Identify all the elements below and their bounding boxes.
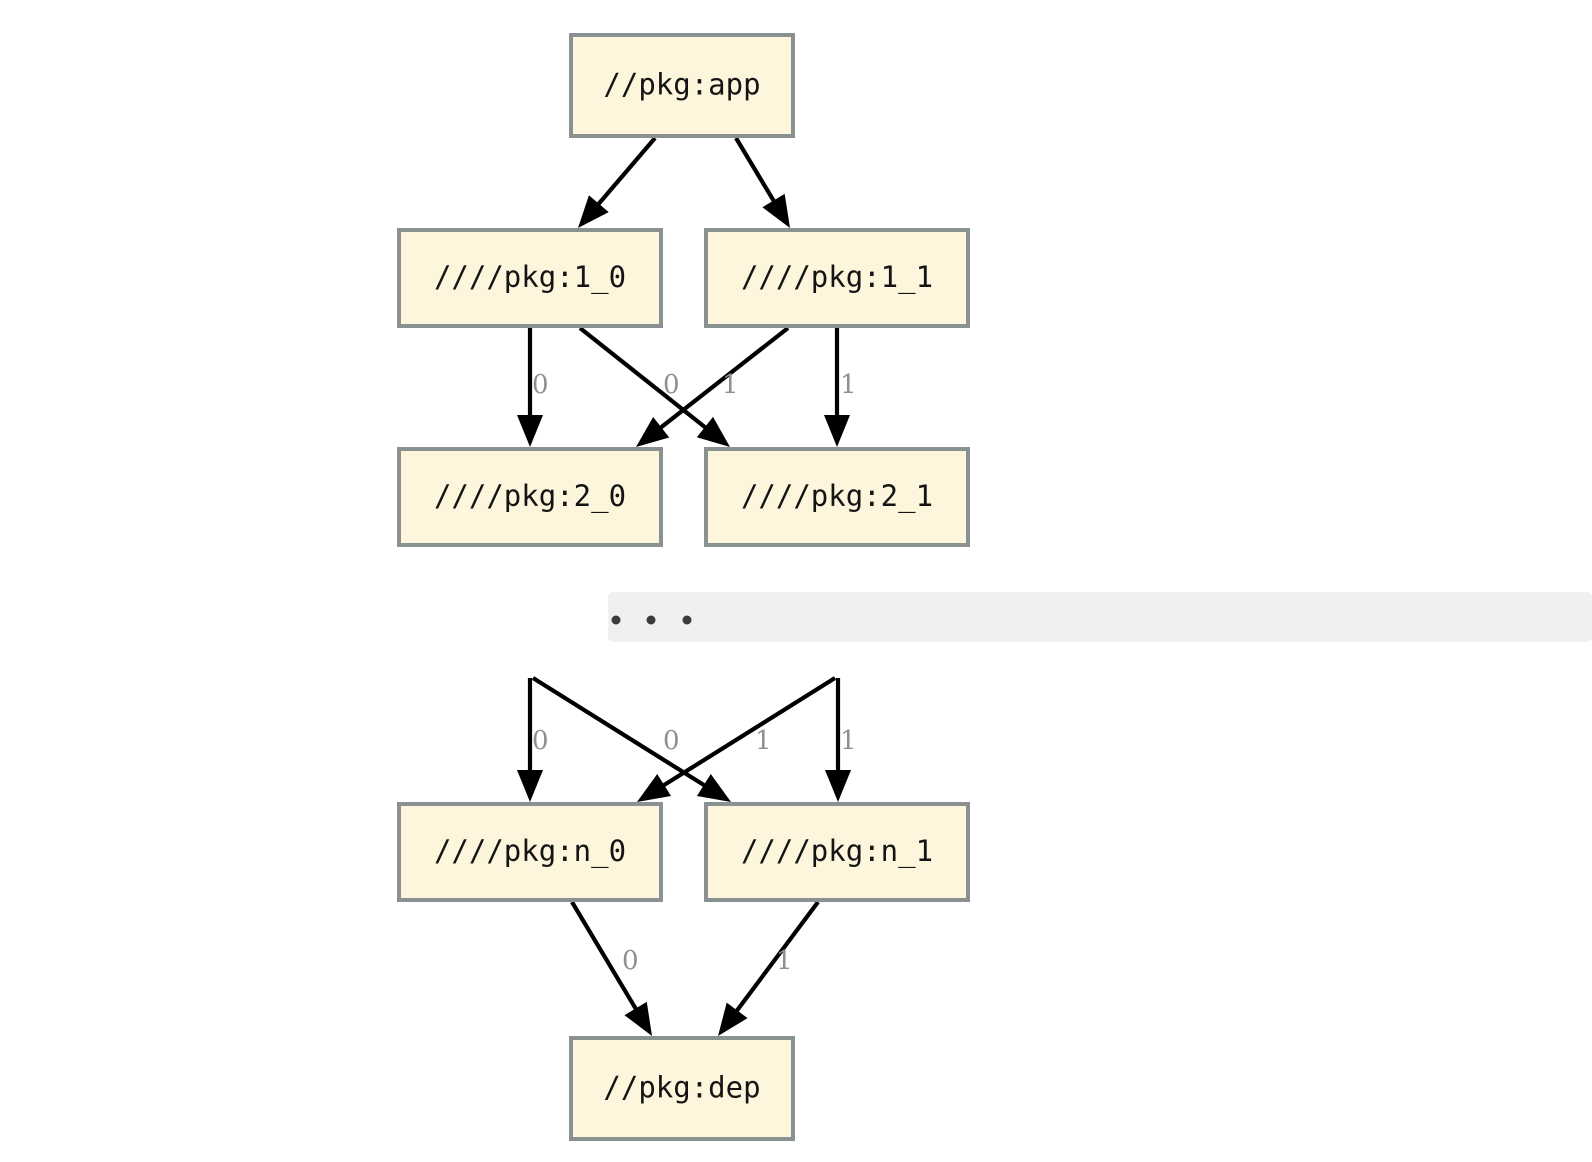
graph-node-nn_1[interactable]: ////pkg:n_1 xyxy=(704,802,970,902)
graph-edge xyxy=(734,136,790,228)
edge-label: 1 xyxy=(722,370,739,400)
graph-node-n2_0[interactable]: ////pkg:2_0 xyxy=(397,447,663,547)
node-label: ////pkg:2_0 xyxy=(434,479,626,514)
edge-line xyxy=(570,900,642,1017)
ellipsis-layer xyxy=(608,592,1592,642)
edge-line xyxy=(578,326,713,434)
nodes-layer: //pkg:app ////pkg:1_0 ////pkg:1_1 ////pkg:2… xyxy=(397,33,970,1141)
edge-line xyxy=(734,136,780,209)
edge-arrowhead-icon xyxy=(762,193,790,228)
graph-node-nn_0[interactable]: ////pkg:n_0 xyxy=(397,802,663,902)
edge-line xyxy=(592,136,657,212)
edge-arrowhead-icon xyxy=(636,417,670,447)
graph-node-app[interactable]: //pkg:app xyxy=(569,33,795,138)
edge-labels-layer: 0 0 1 1 0 0 1 1 0 1 xyxy=(532,370,857,976)
node-box[interactable] xyxy=(704,447,970,547)
graph-node-dep[interactable]: //pkg:dep xyxy=(569,1036,795,1141)
node-box[interactable] xyxy=(397,802,663,902)
edge-arrowhead-icon xyxy=(517,415,543,447)
ellipsis-dot xyxy=(611,615,621,625)
node-label: ////pkg:1_0 xyxy=(434,260,626,295)
node-label: //pkg:dep xyxy=(603,1071,760,1105)
graph-edge xyxy=(578,136,657,228)
graph-edge xyxy=(637,676,837,802)
edge-line xyxy=(653,326,790,434)
node-box[interactable] xyxy=(397,447,663,547)
node-label: ////pkg:2_1 xyxy=(741,479,933,514)
edge-arrowhead-icon xyxy=(696,773,731,802)
edge-label: 1 xyxy=(840,726,857,756)
graph-node-n1_0[interactable]: ////pkg:1_0 xyxy=(397,228,663,328)
edge-arrowhead-icon xyxy=(578,195,609,228)
edge-arrowhead-icon xyxy=(517,770,543,802)
edge-arrowhead-icon xyxy=(718,1002,748,1036)
node-box[interactable] xyxy=(704,802,970,902)
edge-label: 0 xyxy=(532,370,549,400)
graph-edge xyxy=(578,326,730,447)
graph-node-n2_1[interactable]: ////pkg:2_1 xyxy=(704,447,970,547)
node-label: ////pkg:n_0 xyxy=(434,834,626,869)
edge-arrowhead-icon xyxy=(696,416,730,447)
edge-arrowhead-icon xyxy=(637,773,672,802)
graph-edge xyxy=(636,326,790,447)
node-label: ////pkg:1_1 xyxy=(741,260,933,295)
node-label: ////pkg:n_1 xyxy=(741,834,933,869)
edge-label: 0 xyxy=(663,370,680,400)
ellipsis-dot xyxy=(682,615,692,625)
edges-layer xyxy=(517,136,851,1036)
edge-label: 0 xyxy=(622,946,639,976)
truncation-band xyxy=(608,592,1592,642)
edge-label: 1 xyxy=(776,946,793,976)
graph-node-n1_1[interactable]: ////pkg:1_1 xyxy=(704,228,970,328)
edge-arrowhead-icon xyxy=(824,415,850,447)
graph-edge xyxy=(570,900,652,1036)
edge-line xyxy=(531,676,712,792)
edge-line xyxy=(730,900,820,1019)
graph-edge xyxy=(718,900,820,1036)
node-box[interactable] xyxy=(569,33,795,138)
node-box[interactable] xyxy=(569,1036,795,1141)
graph-edge xyxy=(517,328,543,447)
node-box[interactable] xyxy=(704,228,970,328)
graph-edge xyxy=(824,328,850,447)
edge-label: 0 xyxy=(663,726,680,756)
edge-arrowhead-icon xyxy=(624,1001,652,1036)
edge-label: 1 xyxy=(755,726,772,756)
node-box[interactable] xyxy=(397,228,663,328)
edge-label: 1 xyxy=(840,370,857,400)
edge-label: 0 xyxy=(532,726,549,756)
graph-edge xyxy=(825,678,851,802)
graph-edge xyxy=(531,676,731,802)
edge-arrowhead-icon xyxy=(825,770,851,802)
ellipsis-dot xyxy=(646,615,656,625)
edge-line xyxy=(656,676,837,792)
graph-edge xyxy=(517,678,543,802)
node-label: //pkg:app xyxy=(603,68,760,102)
